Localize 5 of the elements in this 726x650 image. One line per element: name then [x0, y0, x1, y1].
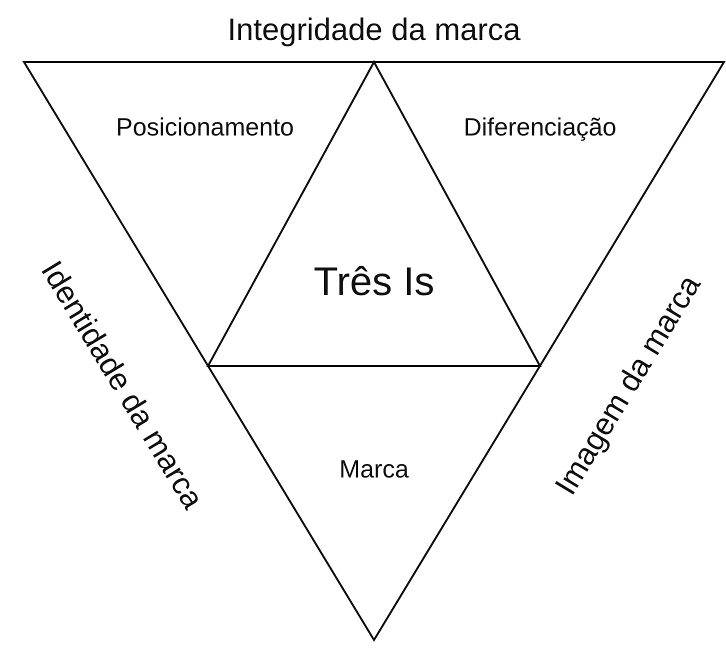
region-label: Posicionamento [116, 114, 294, 142]
side-label: Integridade da marca [228, 12, 520, 48]
region-label: Marca [339, 456, 409, 484]
region-label: Diferenciação [464, 114, 616, 142]
center-label: Três Is [314, 260, 434, 304]
